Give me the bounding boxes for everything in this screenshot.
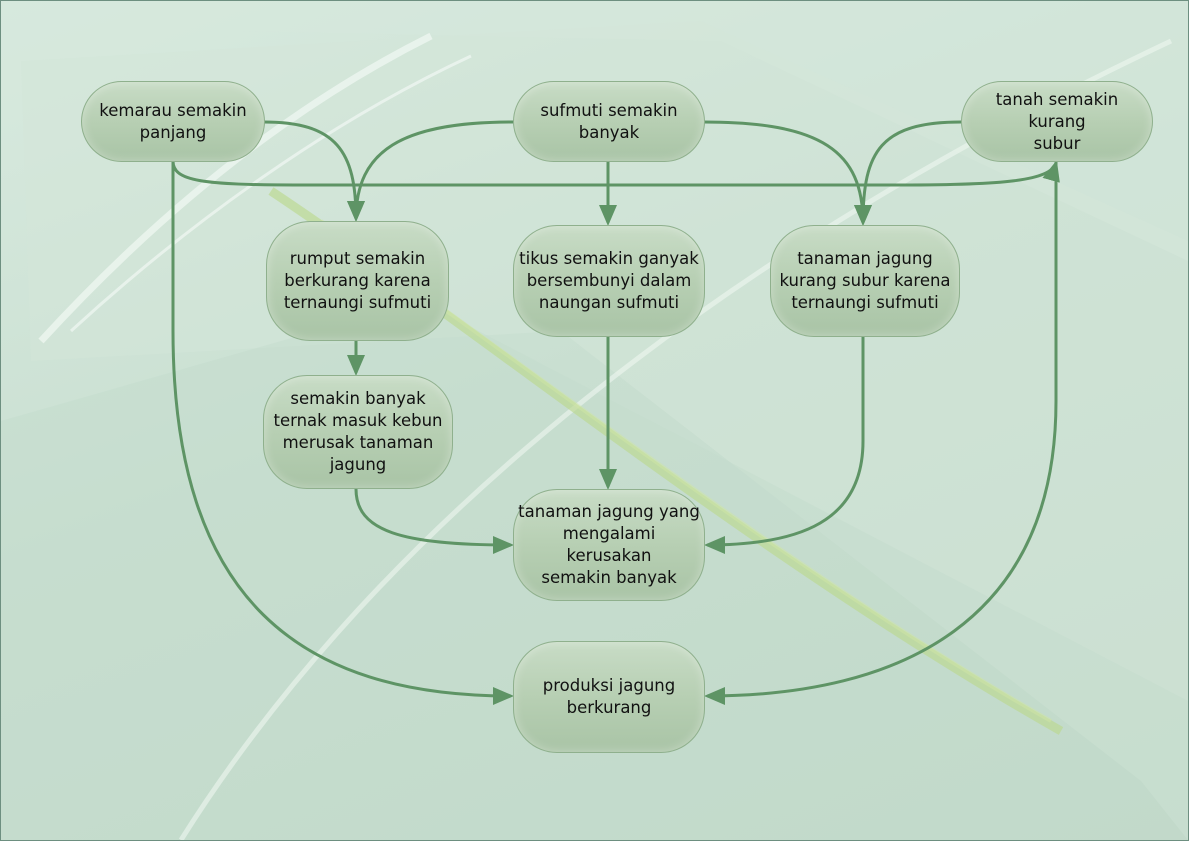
node-tanaman-jagung-kerusakan[interactable]: tanaman jagung yang mengalami kerusakan … xyxy=(513,489,705,601)
edge-tanaman-kurang-subur-to-kerusakan xyxy=(704,337,865,554)
edge-kemarau-to-tanah xyxy=(171,160,1060,187)
node-sufmuti-semakin-banyak[interactable]: sufmuti semakin banyak xyxy=(513,81,705,162)
edge-tanah-to-tanaman-kurang-subur xyxy=(854,120,962,226)
node-produksi-jagung-berkurang[interactable]: produksi jagung berkurang xyxy=(513,641,705,753)
node-semakin-banyak-ternak[interactable]: semakin banyak ternak masuk kebun merusa… xyxy=(263,375,453,489)
node-rumput-semakin-berkurang[interactable]: rumput semakin berkurang karena ternaung… xyxy=(266,221,449,341)
edge-ternak-to-kerusakan xyxy=(354,488,514,554)
edge-tanah-to-produksi xyxy=(704,161,1058,705)
edge-kemarau-to-rumput xyxy=(263,120,365,222)
edge-sufmuti-to-rumput xyxy=(347,120,514,222)
node-tanaman-jagung-kurang-subur[interactable]: tanaman jagung kurang subur karena terna… xyxy=(770,225,960,337)
edge-kemarau-to-produksi xyxy=(171,161,514,705)
node-tikus-semakin-ganyak[interactable]: tikus semakin ganyak bersembunyi dalam n… xyxy=(513,225,705,337)
node-tanah-semakin-kurang-subur[interactable]: tanah semakin kurang subur xyxy=(961,81,1153,162)
node-kemarau-semakin-panjang[interactable]: kemarau semakin panjang xyxy=(81,81,265,162)
edge-sufmuti-to-tanaman-kurang-subur xyxy=(703,120,872,226)
